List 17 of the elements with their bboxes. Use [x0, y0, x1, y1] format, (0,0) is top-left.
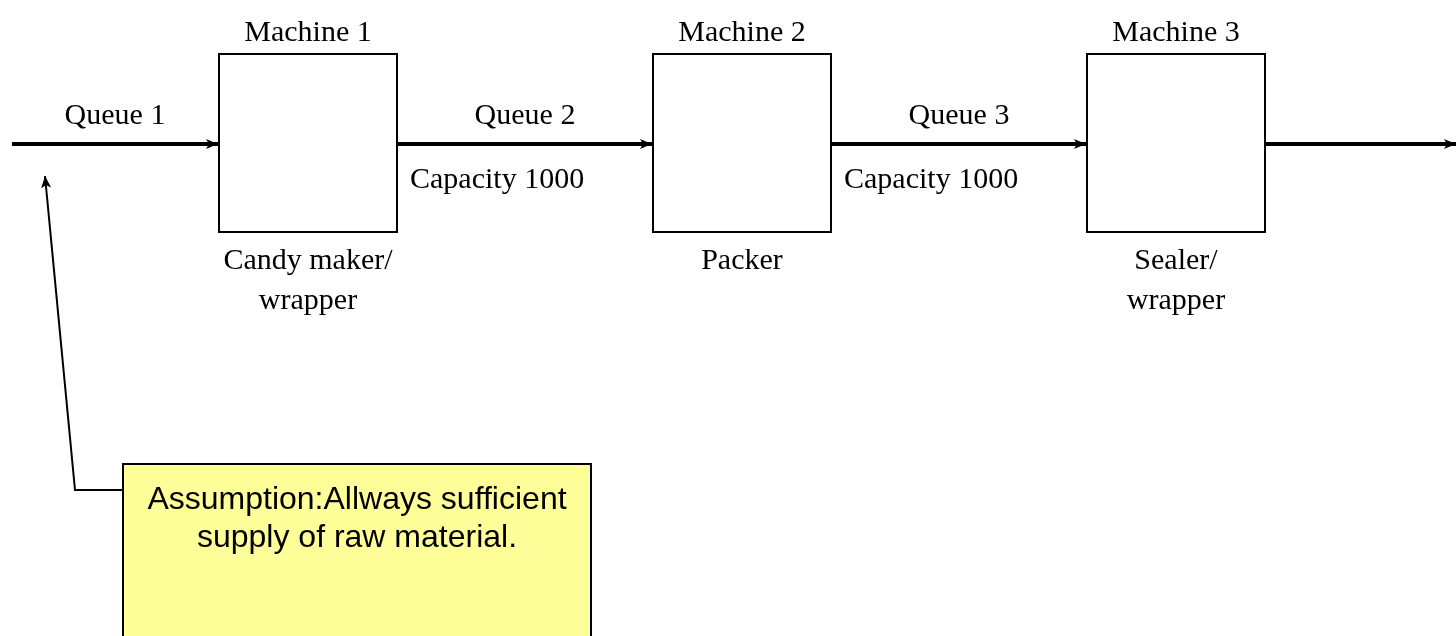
arrow	[398, 139, 652, 149]
machine-caption: Sealer/ wrapper	[1125, 241, 1227, 317]
arrow	[1266, 139, 1456, 149]
machine-label: Machine 2	[677, 13, 807, 49]
arrow	[832, 139, 1086, 149]
capacity-label: Capacity 1000	[410, 160, 585, 196]
edge-label: Queue 2	[473, 96, 577, 132]
machine-caption: Packer	[700, 241, 784, 277]
edge-label: Queue 1	[63, 96, 167, 132]
leader-line	[41, 175, 123, 491]
capacity-label: Capacity 1000	[844, 160, 1019, 196]
arrow	[12, 139, 218, 149]
machine-label: Machine 1	[243, 13, 373, 49]
machine-label: Machine 3	[1111, 13, 1241, 49]
note-box: Assumption:Allways sufficient supply of raw material.	[122, 463, 592, 636]
machine-caption: Candy maker/ wrapper	[222, 241, 394, 317]
edge-label: Queue 3	[907, 96, 1011, 132]
